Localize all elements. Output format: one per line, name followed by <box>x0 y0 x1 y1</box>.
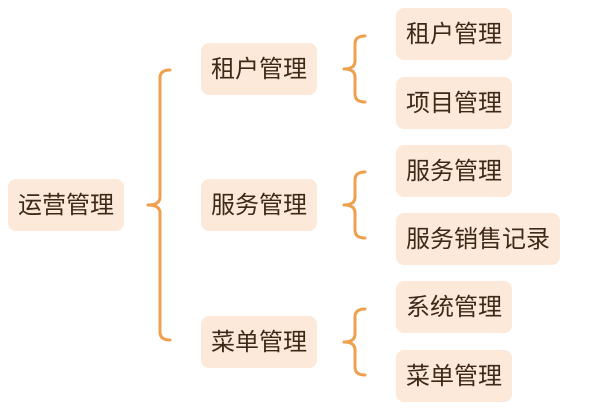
branch-node-tenant: 租户管理 <box>201 43 317 95</box>
branch-node-service: 服务管理 <box>201 179 317 231</box>
brace-tenant <box>342 34 367 104</box>
leaf-node-system: 系统管理 <box>396 281 512 333</box>
brace-service <box>342 170 367 240</box>
branch-node-menu: 菜单管理 <box>201 316 317 368</box>
leaf-node-project: 项目管理 <box>396 77 512 129</box>
leaf-node-tenant: 租户管理 <box>396 8 512 60</box>
root-node: 运营管理 <box>8 179 124 231</box>
leaf-node-menu: 菜单管理 <box>396 350 512 402</box>
leaf-node-service-sales: 服务销售记录 <box>396 213 560 265</box>
brace-menu <box>342 307 367 377</box>
root-brace <box>146 68 172 342</box>
leaf-node-service: 服务管理 <box>396 145 512 197</box>
